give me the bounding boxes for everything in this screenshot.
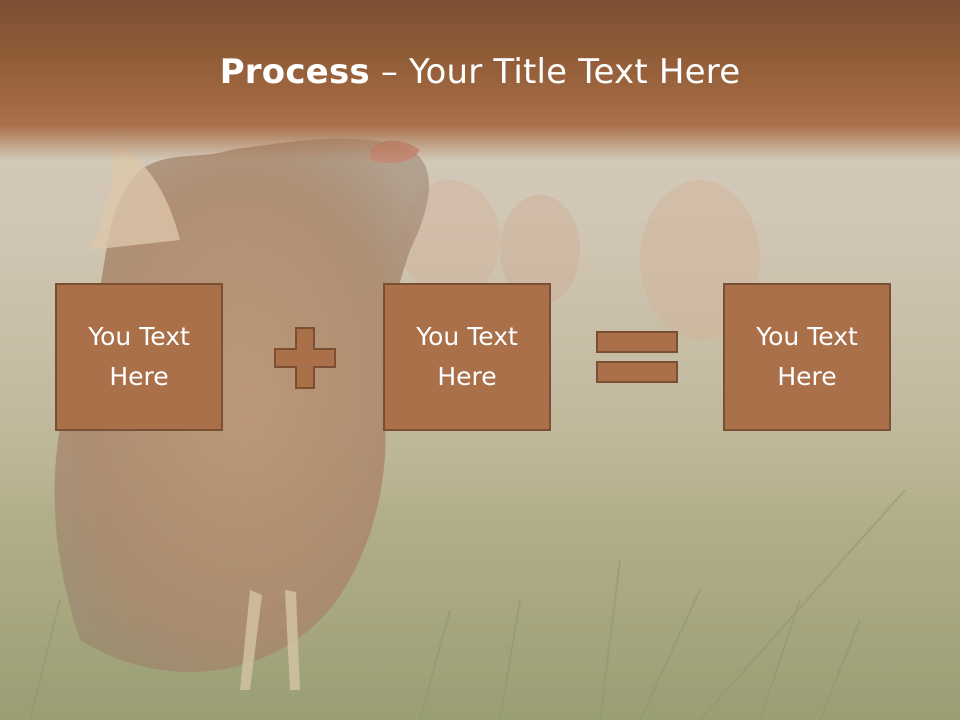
process-box-3-line1: You Text <box>756 322 858 351</box>
title-bar <box>0 0 960 160</box>
process-box-2-text: You Text Here <box>397 317 537 397</box>
process-box-2-line2: Here <box>437 362 497 391</box>
process-box-3-text: You Text Here <box>737 317 877 397</box>
equals-icon <box>596 331 678 383</box>
title-bold-text: Process <box>219 52 370 92</box>
process-box-1-line1: You Text <box>88 322 190 351</box>
process-box-2-line1: You Text <box>416 322 518 351</box>
process-box-1[interactable]: You Text Here <box>55 283 223 431</box>
process-box-1-line2: Here <box>109 362 169 391</box>
plus-icon <box>274 327 336 389</box>
process-box-3-line2: Here <box>777 362 837 391</box>
process-box-2[interactable]: You Text Here <box>383 283 551 431</box>
process-box-1-text: You Text Here <box>69 317 209 397</box>
title-rest-text: – Your Title Text Here <box>369 52 741 92</box>
slide-title[interactable]: Process – Your Title Text Here <box>0 52 960 92</box>
process-box-3[interactable]: You Text Here <box>723 283 891 431</box>
